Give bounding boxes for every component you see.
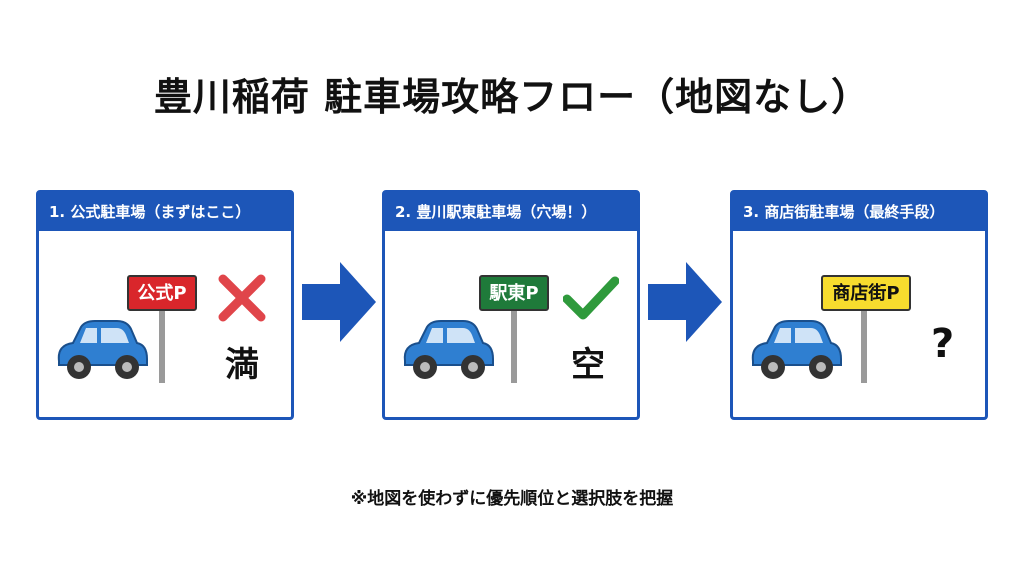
question-icon: ? — [931, 321, 955, 367]
parking-sign: 公式P — [127, 275, 197, 311]
sign-pole — [159, 309, 165, 383]
card-header: 2. 豊川駅東駐車場（穴場！） — [385, 193, 637, 231]
car-icon — [751, 320, 842, 379]
card-header: 3. 商店街駐車場（最終手段） — [733, 193, 985, 231]
check-icon — [563, 276, 619, 320]
parking-sign: 駅東P — [479, 275, 549, 311]
card-shopping-street-parking: 3. 商店街駐車場（最終手段） 商店街P ? — [730, 190, 988, 420]
arrow-right-icon — [302, 262, 376, 342]
car-icon — [403, 320, 494, 379]
card-header: 1. 公式駐車場（まずはここ） — [39, 193, 291, 231]
status-text: 満 — [225, 345, 259, 385]
card-official-parking: 1. 公式駐車場（まずはここ） 公式P 満 — [36, 190, 294, 420]
sign-pole — [511, 309, 517, 383]
sign-pole — [861, 309, 867, 383]
status-text: 空 — [571, 345, 605, 385]
cross-icon — [218, 274, 266, 322]
car-icon — [57, 320, 148, 379]
page-title: 豊川稲荷 駐車場攻略フロー（地図なし） — [153, 75, 871, 119]
arrow-right-icon — [648, 262, 722, 342]
footnote: ※地図を使わずに優先順位と選択肢を把握 — [350, 489, 674, 509]
parking-sign: 商店街P — [821, 275, 911, 311]
card-station-east-parking: 2. 豊川駅東駐車場（穴場！） 駅東P 空 — [382, 190, 640, 420]
